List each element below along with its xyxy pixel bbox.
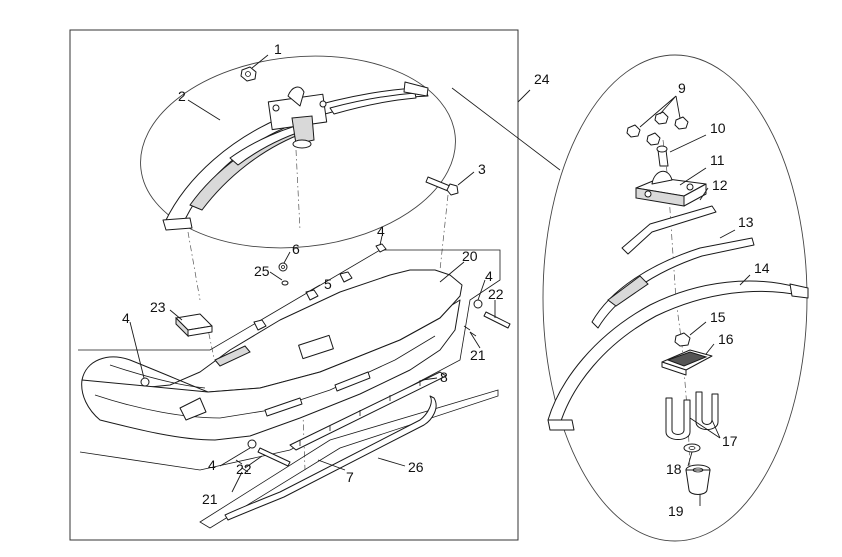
callout-15: 15	[710, 309, 726, 325]
callout-22-right: 22	[488, 286, 504, 302]
callout-3: 3	[478, 161, 486, 177]
clamp-bracket-11	[635, 170, 707, 207]
callout-24: 24	[534, 71, 550, 87]
washer-6	[278, 262, 288, 272]
runner-8	[289, 371, 447, 451]
bolt-10	[656, 145, 669, 167]
bushing-19	[685, 464, 711, 495]
callout-22-left: 22	[236, 461, 252, 477]
callout-2: 2	[178, 88, 186, 104]
plate-16	[661, 349, 713, 376]
callout-21-right: 21	[470, 347, 486, 363]
pins-21-left	[235, 459, 249, 473]
centerline-c	[439, 194, 449, 271]
callout-17: 17	[722, 433, 738, 449]
leaf-spring-detail-ellipse	[140, 55, 456, 249]
callout-4-bottom: 4	[208, 457, 216, 473]
callout-26: 26	[408, 459, 424, 475]
hardware-nuts-5	[253, 271, 353, 331]
nut-4-right	[473, 299, 483, 309]
main-frame	[69, 29, 519, 541]
leader-lines	[129, 54, 751, 506]
callout-25: 25	[254, 263, 270, 279]
bolt-3	[425, 176, 459, 196]
callout-23: 23	[150, 299, 166, 315]
callout-18: 18	[666, 461, 682, 477]
callout-20: 20	[462, 248, 478, 264]
washer-25	[281, 280, 289, 286]
bolt-22-left	[257, 447, 291, 467]
callout-19: 19	[668, 503, 684, 519]
saddle-23	[175, 313, 213, 338]
ski-body-20	[81, 269, 463, 441]
nut-1	[240, 66, 257, 82]
centerline-e	[205, 319, 215, 359]
nuts-9	[626, 111, 689, 146]
callout-8: 8	[440, 369, 448, 385]
detail-connector-line	[451, 87, 561, 171]
leaf-14	[547, 280, 809, 431]
centerline-b	[295, 149, 301, 231]
callout-14: 14	[754, 260, 770, 276]
callout-13: 13	[738, 214, 754, 230]
nut-4-bottom	[247, 439, 257, 449]
leaf-12	[621, 205, 717, 255]
callout-21-left: 21	[202, 491, 218, 507]
leaf-spring-2	[162, 81, 429, 231]
callout-4-top: 4	[377, 223, 385, 239]
pins-21-right	[463, 325, 477, 337]
callout-16: 16	[718, 331, 734, 347]
callout-4-right: 4	[485, 268, 493, 284]
u-bolts-17	[665, 391, 719, 440]
nut-15	[674, 332, 691, 347]
centerline-a	[187, 231, 201, 301]
callout-6: 6	[292, 241, 300, 257]
callout-7: 7	[346, 469, 354, 485]
callout-9: 9	[678, 80, 686, 96]
nut-4-left	[140, 377, 150, 387]
callout-1: 1	[274, 41, 282, 57]
ski-assembly-outline	[78, 249, 501, 471]
callout-4-left: 4	[122, 310, 130, 326]
nut-4-top	[375, 243, 387, 253]
callout-5: 5	[324, 276, 332, 292]
carbide-7	[224, 395, 437, 521]
bolt-22-right	[483, 311, 511, 329]
callout-11: 11	[710, 152, 725, 168]
leaf-13	[591, 237, 755, 329]
runner-assembly-outline	[199, 389, 499, 529]
callout-10: 10	[710, 120, 726, 136]
washer-18	[683, 443, 701, 453]
callout-12: 12	[712, 177, 728, 193]
